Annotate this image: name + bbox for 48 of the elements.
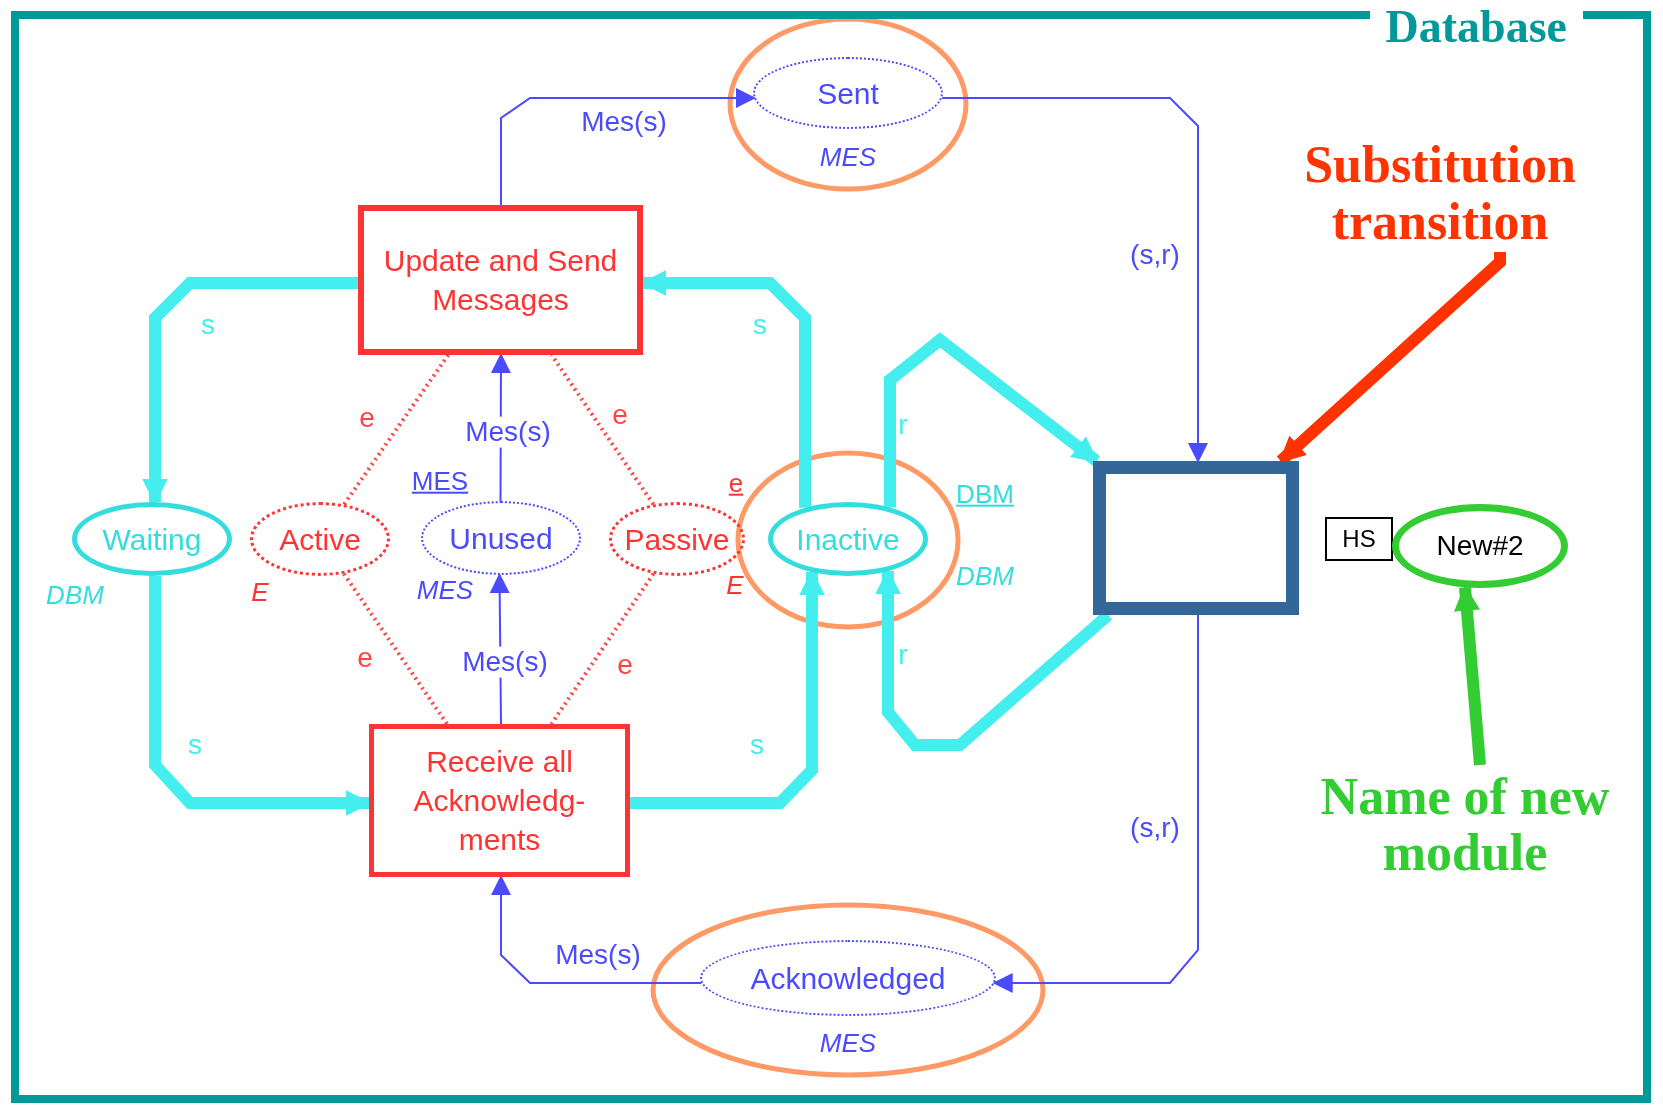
transition-box [369,724,630,877]
tag-box [1325,517,1393,561]
node-label: Update and Send Messages [382,243,619,318]
hatched-arc [342,353,450,506]
place-inscription: MES [416,575,474,605]
place-inscription: MES [411,466,469,496]
node-label: Passive [623,521,731,558]
arc-arrow [491,875,703,984]
node-label: Receive all Acknowledg- ments [412,744,587,858]
arc-arrow [630,569,825,809]
arc-arrow [884,332,1101,508]
substitution-transition-box [1093,461,1299,615]
place-inscription: DBM [956,561,1014,591]
place-ellipse [768,502,928,576]
place-ellipse [609,502,745,576]
place-inscription: e [728,468,744,498]
arc-arrow [500,88,756,206]
node-label: Unused [448,520,554,557]
place-ellipse [250,502,390,576]
annotation-text: Substitution transition [1265,135,1615,252]
place-inscription: DBM [46,580,104,610]
arc-arrow [149,575,372,816]
place-ellipse [72,502,232,576]
arc-arrow [941,97,1208,463]
hatched-arc [549,572,656,726]
hatched-arc [342,572,449,726]
node-label: HS [1341,524,1377,555]
place-inscription: E [726,570,744,600]
transition-box [358,205,643,355]
node-label: Inactive [795,521,901,558]
hatched-arc [549,353,655,506]
place-ellipse [421,501,581,575]
place-inscription: E [251,577,269,607]
arc-arrow [142,277,358,505]
place-ellipse [1392,504,1568,588]
place-ellipse [700,940,996,1016]
node-label: Waiting [101,521,203,558]
place-inscription: MES [819,142,877,172]
arc-arrow [640,270,811,508]
place-inscription: MES [819,1028,877,1058]
node-label: Active [278,521,362,558]
annotation-text: Name of new module [1285,765,1645,885]
node-label: Sent [816,75,880,112]
node-label: Acknowledged [749,960,947,997]
arc-arrow [992,614,1199,993]
place-ellipse [753,57,943,129]
place-inscription: DBM [956,479,1014,509]
node-label: New#2 [1435,528,1525,563]
